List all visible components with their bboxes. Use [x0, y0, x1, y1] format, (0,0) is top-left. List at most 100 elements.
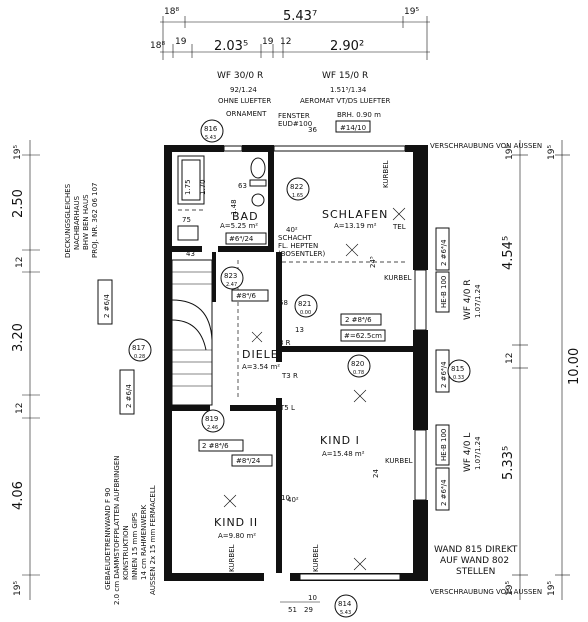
- dim-left-1: 2.50: [11, 189, 26, 218]
- tag-right-2: HE-B 100: [440, 276, 448, 308]
- bath-dim-75a: 75: [182, 216, 191, 224]
- bosentler: (BOSENTLER): [278, 250, 325, 258]
- bottom-left-note-0: GEBAEUDETRENNWAND F 90: [104, 488, 112, 590]
- tag-kind1-b: #=62.5cm: [344, 332, 382, 340]
- left-note-0: DECKUNGSGLEICHES: [64, 183, 72, 258]
- bottom-left-note-2: KONSTRUKTION: [122, 525, 130, 580]
- wall-821: 821: [298, 300, 311, 308]
- left-note-2: BHW BEN HAUS: [82, 194, 90, 250]
- dim-right-0: 19⁵: [505, 145, 515, 160]
- bottom-right-note-2: STELLEN: [456, 567, 495, 577]
- wall-817: 817: [132, 344, 145, 352]
- window-1-sub: 92/1.24: [230, 86, 257, 94]
- room-kind1-name: KIND I: [320, 434, 360, 447]
- wf-right-1-sub: 1.07/1.24: [474, 284, 482, 318]
- dim-58: 13: [295, 326, 304, 334]
- dim-left-6: 19⁵: [13, 581, 23, 596]
- room-bad-area: A=5.25 m²: [220, 222, 258, 230]
- dim-40-b: 40²: [287, 496, 299, 504]
- left-tags: 2 #6/4 2 #6/4: [97, 279, 135, 415]
- room-kind1-area: A=15.48 m²: [322, 450, 365, 458]
- dim-left-3: 3.20: [11, 323, 26, 352]
- bottom-left-note-1: 2.0 cm DAMMSTOFFPLATTEN AUFBRINGEN: [113, 456, 121, 606]
- wall-816-sub: 5.43: [205, 135, 216, 141]
- tag-kind1-a: 2 #8⁴/6: [345, 316, 372, 324]
- dim-right-2: 12: [505, 353, 515, 364]
- dim-10-b: 10: [308, 594, 317, 602]
- wall-822: 822: [290, 183, 303, 191]
- dim-top-inner-4: 12: [280, 37, 291, 47]
- bottom-left-note-4: 14 cm RAHMENWERK: [140, 504, 148, 580]
- room-diele: DIELE A=3.54 m² #8⁴/6 58 13 3 R T3 R T5 …: [231, 289, 304, 412]
- tag-bad: #6⁴/24: [229, 235, 254, 243]
- verschraubung-bottom: VERSCHRAUBUNG VON AUSSEN: [430, 588, 542, 596]
- window-labels-top: WF 30/0 R 92/1.24 OHNE LUEFTER ORNAMENT …: [217, 71, 391, 134]
- dim-24-b: 24: [372, 469, 380, 478]
- wall-815: 815: [451, 365, 464, 373]
- window-2-sub: 1.51⁵/1.34: [330, 86, 367, 94]
- bottom-left-note-5: AUSSEN 2x 15 mm FERMACELL: [149, 485, 157, 595]
- dim-top-inner-5: 2.90²: [330, 39, 364, 54]
- left-note-1: NACHBARHAUS: [73, 195, 81, 250]
- bath-dim-148: 1.48: [230, 199, 238, 215]
- dim-top-inner-2: 2.03⁵: [214, 39, 248, 54]
- wall-822-sub: 1.65: [292, 193, 303, 199]
- bottom-dimensions: 51 29 10: [280, 594, 320, 614]
- dim-t3r: T5 L: [279, 404, 295, 412]
- fl-hepten: FL. HEPTEN: [278, 242, 318, 250]
- window-1-extra: ORNAMENT: [226, 110, 267, 118]
- fenster-note-1: EUD#100: [278, 120, 312, 128]
- tag-kind2-b: #8⁴/24: [236, 457, 261, 465]
- dim-right-outer-top: 19⁵: [547, 145, 557, 160]
- dim-29: 29: [304, 606, 313, 614]
- dim-top-outer-1: 5.43⁷: [283, 9, 317, 24]
- tag-right-5: 2 #6⁴/4: [440, 479, 448, 506]
- dim-right-4: 19⁵: [505, 581, 515, 596]
- kurbel-3: KURBEL: [385, 457, 413, 465]
- room-schlafen-area: A=13.19 m²: [334, 222, 377, 230]
- room-diele-name: DIELE: [242, 348, 279, 361]
- wall-815-sub: 0.33: [453, 375, 464, 381]
- bottom-right-note: WAND 815 DIREKT AUF WAND 802 STELLEN: [434, 545, 518, 577]
- wf-right-1: WF 4/0 R: [463, 279, 473, 320]
- right-tags: 2 #6⁴/4 HE-B 100 2 #6⁴/4 HE-B 100 2 #6⁴/…: [430, 142, 542, 596]
- door-tag: #14/10: [340, 124, 366, 132]
- dim-top-outer-0: 18⁸: [164, 7, 179, 17]
- bathroom-fixtures: 1.75 1.70 75 43 63 1.48 BAD A=5.25 m² #6…: [177, 155, 267, 258]
- verschraubung-top: VERSCHRAUBUNG VON AUSSEN: [430, 142, 542, 150]
- dim-10: 10: [281, 494, 290, 502]
- kurbel-1: KURBEL: [382, 160, 390, 188]
- kurbel-5: KURBEL: [312, 544, 320, 572]
- room-diele-area: A=3.54 m²: [242, 363, 280, 371]
- wall-numbers: 816 5.43 822 1.65 823 2.47 821 0.00 817 …: [128, 119, 471, 618]
- wall-816: 816: [204, 125, 218, 133]
- tag-kind2-a: 2 #8⁴/6: [202, 442, 229, 450]
- bath-dim-43: 43: [186, 250, 195, 258]
- fenster-note-0: FENSTER: [278, 112, 310, 120]
- dim-top-inner-3: 19: [262, 37, 274, 47]
- dim-36: 36: [308, 126, 317, 134]
- dim-top-inner-0: 18⁸: [150, 41, 165, 51]
- dim-left-0: 19⁵: [13, 145, 23, 160]
- tag-left-1: 2 #6/4: [103, 294, 111, 318]
- dim-left-2: 12: [15, 257, 25, 268]
- dim-top-inner-1: 19: [175, 37, 187, 47]
- wall-823-sub: 2.47: [226, 282, 237, 288]
- room-kind-1: KIND I A=15.48 m² 2 #8⁴/6 #=62.5cm KURBE…: [281, 313, 413, 571]
- dim-3r: T3 R: [281, 372, 298, 380]
- dim-13-b: 3 R: [279, 339, 291, 347]
- dim-top-outer-2: 19⁵: [404, 7, 419, 17]
- dim-right-1: 4.54⁵: [501, 236, 516, 270]
- wall-821-sub: 0.00: [300, 310, 311, 316]
- tag-diele-a: #8⁴/6: [236, 292, 256, 300]
- brh-label: BRH. 0.90 m: [337, 111, 381, 119]
- window-2-note: AEROMAT VT/DS LUEFTER: [300, 97, 391, 105]
- room-kind-2: KIND II A=9.80 m² 2 #8⁴/6 #8⁴/24 KURBEL …: [198, 439, 320, 572]
- dim-right-outer: 10.00: [567, 348, 582, 385]
- room-schlafen: SCHLAFEN A=13.19 m² TEL KURBEL KURBEL SC…: [278, 160, 412, 282]
- bottom-right-note-0: WAND 815 DIREKT: [434, 545, 518, 555]
- top-dimension-chain: 18⁸ 5.43⁷ 19⁵ 18⁸ 19 2.03⁵ 19 12 2.90²: [150, 7, 430, 60]
- wf-right-2: WF 4/0 L: [463, 433, 473, 472]
- right-dimension-chain: 19⁵ 4.54⁵ 12 5.33⁵ 19⁵ 10.00 19⁵ 19⁵: [501, 140, 582, 600]
